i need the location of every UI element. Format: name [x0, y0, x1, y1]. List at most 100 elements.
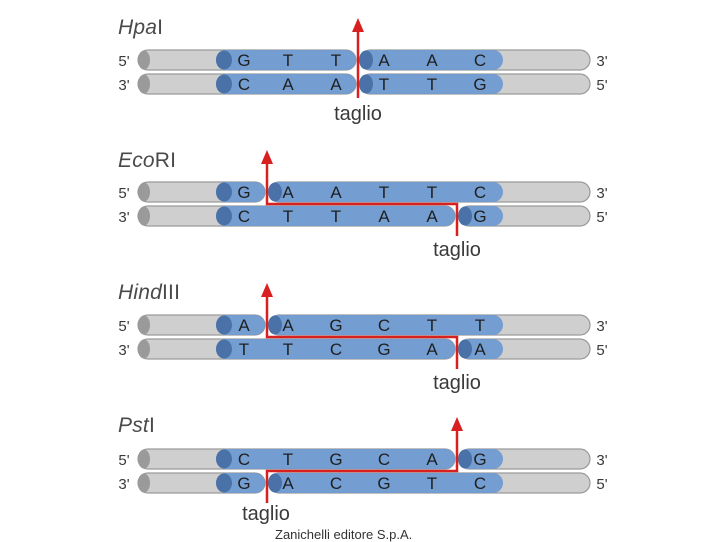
panel-2-bottom-strand-base-6: G [473, 207, 486, 226]
panel-2-bottom-strand-base-2: T [283, 207, 293, 226]
panel-4-bottom-strand-site-cap [216, 473, 232, 493]
panel-1-bottom-strand-left-cap [138, 74, 150, 94]
panel-3-top-left-end: 5' [118, 318, 129, 335]
panel-2-cut-arrowhead [261, 150, 273, 164]
panel-1-top-strand-base-3: T [331, 51, 341, 70]
panel-3-cut-line [265, 287, 459, 369]
panel-1-bottom-strand-base-5: T [427, 75, 437, 94]
panel-2-top-left-end: 5' [118, 185, 129, 202]
panel-2-top-strand-base-2: A [282, 183, 294, 202]
panel-4-bottom-strand-base-4: G [377, 474, 390, 493]
panel-4-cut-label: taglio [242, 503, 290, 525]
panel-2-bottom-left-end: 3' [118, 209, 129, 226]
panel-3-top-strand-site-cap [216, 315, 232, 335]
panel-4-top-strand-base-3: G [329, 450, 342, 469]
panel-3-top-strand-left-cap [138, 315, 150, 335]
panel-1-top-strand-base-2: T [283, 51, 293, 70]
panel-1-top-strand-base-1: G [237, 51, 250, 70]
panel-4-top-strand-base-4: C [378, 450, 390, 469]
panel-4-top-strand-base-1: C [238, 450, 250, 469]
panel-1-bottom-right-end: 5' [596, 77, 607, 94]
panel-2-top-strand-base-4: T [379, 183, 389, 202]
panel-1-bottom-strand-site-cap [216, 74, 232, 94]
enzyme-title-psti: PstI [118, 414, 155, 437]
panel-3-cut-arrowhead [261, 283, 273, 297]
publisher-footer: Zanichelli editore S.p.A. [275, 527, 413, 542]
panel-2-top-strand-left-cap [138, 182, 150, 202]
panel-3-bottom-strand-base-1: T [239, 340, 249, 359]
panel-2-bottom-right-end: 5' [596, 209, 607, 226]
enzyme-title-hindiii: HindIII [118, 281, 181, 304]
panel-2-top-right-end: 3' [596, 185, 607, 202]
panel-2-bottom-strand-base-4: A [378, 207, 390, 226]
panel-3-top-strand-base-5: T [427, 316, 437, 335]
panel-3-bottom-left-end: 3' [118, 342, 129, 359]
panel-2-top-strand-split-cap [268, 182, 282, 202]
panel-3-bottom-strand-base-3: C [330, 340, 342, 359]
panel-2-bottom-strand-site-left [216, 206, 455, 226]
panel-4-bottom-strand-base-2: A [282, 474, 294, 493]
panel-2-top-strand-base-6: C [474, 183, 486, 202]
panel-1-top-strand-base-6: C [474, 51, 486, 70]
panel-4-bottom-strand-left-cap [138, 473, 150, 493]
enzyme-title-hpai: HpaI [118, 16, 164, 39]
panel-3-top-strand-base-4: C [378, 316, 390, 335]
panel-3-top-strand-base-1: A [238, 316, 250, 335]
panel-1-bottom-strand-base-1: C [238, 75, 250, 94]
panel-1-top-left-end: 5' [118, 53, 129, 70]
panel-2-top-strand-base-5: T [427, 183, 437, 202]
panel-1-top-right-end: 3' [596, 53, 607, 70]
panel-4-top-strand-base-5: A [426, 450, 438, 469]
panel-3-bottom-strand-base-5: A [426, 340, 438, 359]
panel-1-cut-label: taglio [334, 103, 382, 125]
panel-2-cut-line [265, 154, 459, 236]
panel-2-bottom-strand-base-1: C [238, 207, 250, 226]
panel-3-bottom-right-end: 5' [596, 342, 607, 359]
panel-3-bottom-strand-site-left [216, 339, 455, 359]
panel-4-top-strand-left-cap [138, 449, 150, 469]
panel-4-bottom-strand-base-3: C [330, 474, 342, 493]
panel-1-top-strand-site-right [360, 50, 503, 70]
panel-3-bottom-strand-base-6: A [474, 340, 486, 359]
panel-3-bottom-strand-left-cap [138, 339, 150, 359]
panel-1-top-strand-split-cap [359, 50, 373, 70]
panel-4-bottom-strand-split-cap [268, 473, 282, 493]
panel-3-top-strand-base-6: T [475, 316, 485, 335]
panel-3-top-strand-split-cap [268, 315, 282, 335]
panel-4-top-strand-base-2: T [283, 450, 293, 469]
panel-4-cut-line [265, 421, 459, 503]
panel-2-bottom-strand-base-5: A [426, 207, 438, 226]
panel-1-bottom-strand-site-left [216, 74, 356, 94]
panel-3-top-right-end: 3' [596, 318, 607, 335]
panel-1-bottom-strand-split-cap [359, 74, 373, 94]
panel-4-top-strand-site-left [216, 449, 455, 469]
panel-1-bottom-strand-base-6: G [473, 75, 486, 94]
panel-4-bottom-right-end: 5' [596, 476, 607, 493]
panel-2-bottom-strand-left-cap [138, 206, 150, 226]
panel-1-bottom-strand-base-2: A [282, 75, 294, 94]
panel-3-bottom-strand-site-cap [216, 339, 232, 359]
panel-2-top-strand-site-cap [216, 182, 232, 202]
panel-3-top-strand-site-right [269, 315, 503, 335]
panel-2-top-strand-base-3: A [330, 183, 342, 202]
panel-4-bottom-strand-base-5: T [427, 474, 437, 493]
panel-1-bottom-left-end: 3' [118, 77, 129, 94]
panel-2-top-strand-site-right [269, 182, 503, 202]
panel-4-top-strand-split-cap [458, 449, 472, 469]
panel-3-bottom-strand-base-4: G [377, 340, 390, 359]
panel-3-bottom-strand-split-cap [458, 339, 472, 359]
panel-1-top-strand-base-4: A [378, 51, 390, 70]
panel-1-cut-arrowhead [352, 18, 364, 32]
panel-4-bottom-strand-base-6: C [474, 474, 486, 493]
panel-3-cut-label: taglio [433, 372, 481, 394]
panel-1-top-strand-site-left [216, 50, 356, 70]
panel-4-bottom-left-end: 3' [118, 476, 129, 493]
panel-1-top-strand-base-5: A [426, 51, 438, 70]
panel-4-top-right-end: 3' [596, 452, 607, 469]
panel-1-top-strand-site-cap [216, 50, 232, 70]
panel-2-top-strand-base-1: G [237, 183, 250, 202]
panel-4-top-strand-base-6: G [473, 450, 486, 469]
panel-4-top-strand-site-cap [216, 449, 232, 469]
